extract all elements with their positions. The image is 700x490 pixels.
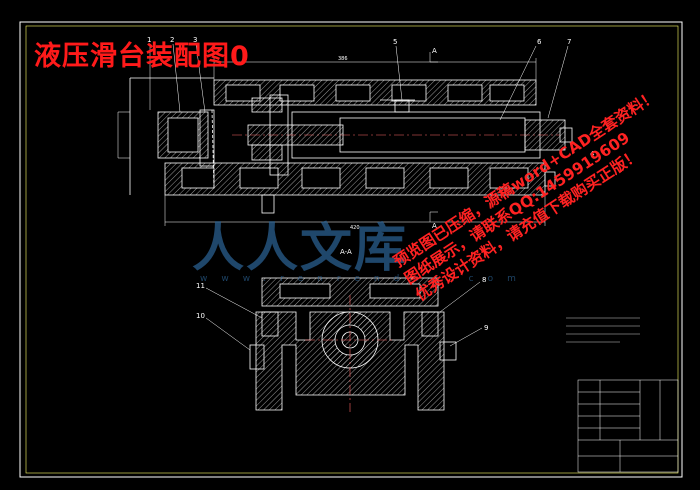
- main-view-dimensions: [117, 52, 546, 226]
- inner-frame: [25, 25, 679, 474]
- part-number-8: 8: [482, 276, 486, 284]
- technical-notes: [566, 317, 640, 343]
- part-number-5: 5: [393, 38, 397, 46]
- renrendoc-logo: 人人文库: [192, 218, 409, 279]
- dimension-top-length: 386: [338, 56, 348, 62]
- part-number-3: 3: [193, 36, 197, 44]
- part-number-10: 10: [196, 312, 205, 320]
- part-number-2: 2: [170, 36, 174, 44]
- drawing-title: 液压滑台装配图0: [34, 41, 250, 72]
- main-view: [129, 77, 573, 214]
- part-number-11: 11: [196, 282, 205, 290]
- part-number-1: 1: [147, 36, 151, 44]
- renrendoc-logo-subtitle: www.renrendoc.com: [200, 274, 530, 284]
- section-view-aa: [249, 277, 457, 412]
- section-view-leaders: [205, 281, 483, 351]
- part-number-9: 9: [484, 324, 488, 332]
- part-number-4: 4: [590, 150, 595, 158]
- main-view-leaders: [149, 43, 569, 121]
- section-label-a-top: A: [432, 47, 437, 55]
- section-label-aa: A-A: [340, 248, 352, 256]
- section-label-a-bottom: A: [432, 222, 437, 230]
- dimension-overall-length: 420: [350, 225, 360, 231]
- title-block: [577, 379, 679, 473]
- outer-frame: [19, 21, 683, 478]
- part-number-6: 6: [537, 38, 542, 46]
- part-number-7: 7: [567, 38, 571, 46]
